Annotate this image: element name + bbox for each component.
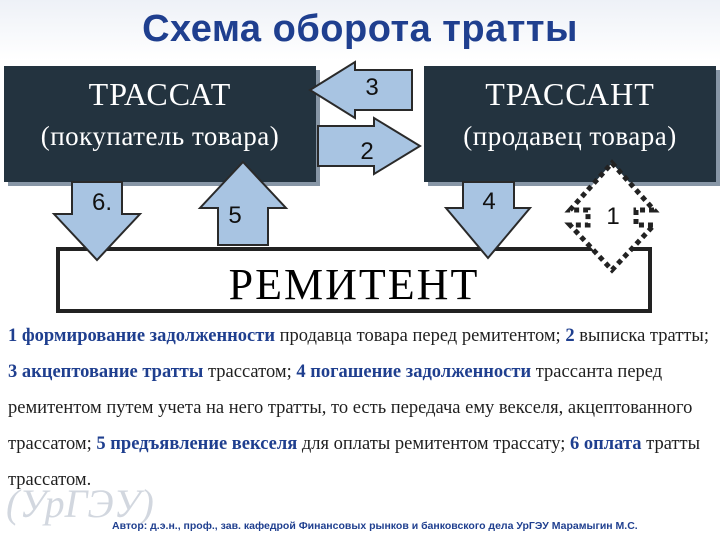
- arrow-5-label: 5: [228, 202, 242, 229]
- legend-step-4-text: трассанта перед ремитентом путем учета н…: [8, 362, 693, 454]
- arrow-2-shape: [317, 116, 422, 176]
- author-credit: Автор: д.э.н., проф., зав. кафедрой Фина…: [112, 520, 638, 532]
- legend-step-6-text: тратты трассатом.: [8, 434, 701, 490]
- legend-step-6-title: 6 оплата: [570, 434, 642, 454]
- legend-text: 1 формирование задолженности продавца то…: [8, 318, 714, 498]
- legend-step-2-text: выписка тратты;: [574, 326, 709, 346]
- arrow-5-shape: [197, 160, 289, 246]
- trassat-box: ТРАССАТ (покупатель товара): [4, 66, 316, 182]
- arrow-6-label: 6.: [91, 189, 112, 216]
- trassant-role: (продавец товара): [463, 121, 677, 151]
- arrow-4-shape: [443, 181, 533, 260]
- legend-step-2-title: 2: [565, 326, 575, 346]
- arrow-3-shape: [308, 60, 413, 120]
- arrow-1-label: 1: [606, 203, 620, 230]
- arrow-2-label: 2: [360, 138, 374, 165]
- legend-step-3-text: трассатом;: [203, 362, 297, 382]
- legend-step-5-title: 5 предъявление векселя: [96, 434, 298, 454]
- trassat-name: ТРАССАТ: [88, 76, 232, 112]
- trassant-box: ТРАССАНТ (продавец товара): [424, 66, 716, 182]
- legend-step-1-text: продавца товара перед ремитентом;: [275, 326, 566, 346]
- arrow-6-shape: [51, 181, 143, 262]
- remitent-box: РЕМИТЕНТ: [56, 247, 652, 313]
- trassant-name: ТРАССАНТ: [485, 76, 655, 112]
- arrow-1-shape: [564, 159, 660, 274]
- trassat-role: (покупатель товара): [40, 121, 280, 151]
- arrow-3-label: 3: [365, 74, 379, 101]
- remitent-name: РЕМИТЕНТ: [228, 260, 480, 309]
- legend-step-5-text: для оплаты ремитентом трассату;: [297, 434, 571, 454]
- header-background: [0, 0, 720, 60]
- slide-title: Схема оборота тратты: [142, 8, 578, 50]
- legend-step-1-title: 1 формирование задолженности: [8, 326, 276, 346]
- legend-step-4-title: 4 погашение задолженности: [296, 362, 532, 382]
- legend-step-3-title: 3 акцептование тратты: [8, 362, 204, 382]
- arrow-4-label: 4: [482, 188, 496, 215]
